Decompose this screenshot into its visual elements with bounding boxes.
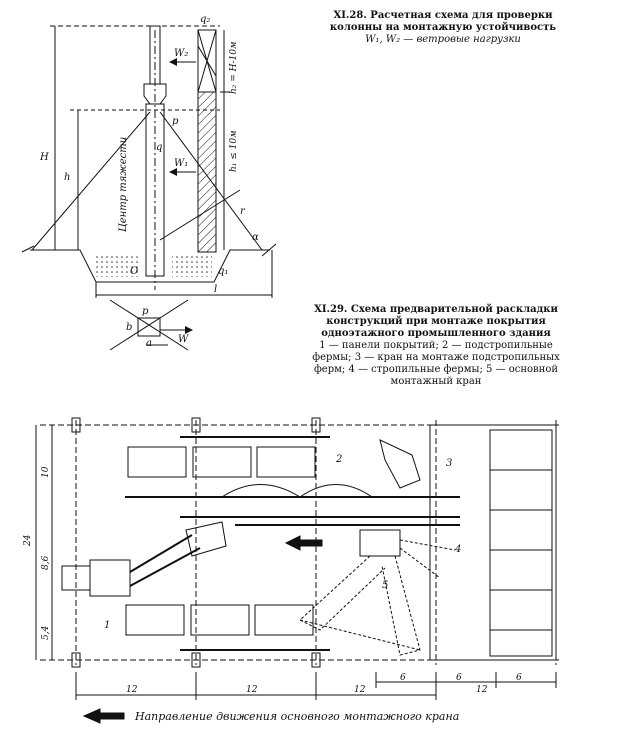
- crane-direction-arrow: [284, 535, 323, 551]
- figure-1-labels: q₂ W₂ W₁ p q H h h₂ = H-10м h₁ ≤ 10м Цен…: [39, 14, 259, 349]
- panel-bottom-3: [254, 604, 314, 636]
- column-b2: [191, 652, 201, 668]
- label-h: h: [64, 172, 70, 183]
- figure-2-callouts: 1 2 3 4 5 24 10 8,6 5,4 12 12 12 6 6 12 …: [23, 454, 522, 695]
- column-a2: [191, 417, 201, 433]
- left-crane-load: [185, 521, 227, 557]
- dim-label-12-d: 12: [476, 685, 488, 695]
- label-h2: h₂ = H-10м: [229, 42, 239, 94]
- panel-top-2: [192, 446, 252, 478]
- label-r: r: [240, 206, 246, 217]
- label-q: q: [156, 142, 162, 153]
- figure-2-caption-title: XI.29. Схема предварительной раскладки к…: [314, 304, 558, 339]
- figure-2-caption: XI.29. Схема предварительной раскладки к…: [308, 304, 564, 388]
- left-crane-body: [89, 559, 131, 597]
- left-crane-cab: [61, 565, 91, 591]
- label-p-small: p: [142, 306, 149, 317]
- label-l: l: [214, 284, 217, 295]
- label-a: a: [146, 338, 152, 349]
- wind-load-w1: [197, 91, 217, 253]
- column-a1: [71, 417, 81, 433]
- label-O: O: [130, 266, 138, 277]
- figure-1-caption-title: XI.28. Расчетная схема для проверки коло…: [329, 10, 557, 33]
- callout-4: 4: [454, 544, 461, 555]
- column-b1: [71, 652, 81, 668]
- main-crane-boom-right: [381, 555, 421, 656]
- label-q2: q₂: [200, 14, 210, 25]
- figure-2-layout-plan: [35, 417, 560, 724]
- label-p: p: [172, 116, 179, 127]
- label-b: b: [126, 322, 132, 333]
- dim-label-10: 10: [41, 466, 51, 478]
- figure-1-caption: XI.28. Расчетная схема для проверки коло…: [318, 10, 568, 46]
- column-b3: [311, 652, 321, 668]
- dim-label-6-c: 6: [516, 673, 522, 683]
- panel-top-3: [256, 446, 316, 478]
- legend-arrow-icon: [82, 708, 125, 724]
- foundation-fill-left: [96, 255, 140, 277]
- panel-bottom-2: [190, 604, 250, 636]
- column-a3: [311, 417, 321, 433]
- callout-3: 3: [446, 458, 452, 469]
- foundation-fill-right: [172, 255, 212, 277]
- callout-2: 2: [335, 454, 342, 465]
- radius-r: [159, 189, 241, 241]
- brace-left: [31, 111, 151, 251]
- dim-label-6-a: 6: [400, 673, 406, 683]
- left-crane-boom-2: [129, 547, 201, 587]
- mounted-panels: [489, 429, 553, 657]
- label-H: H: [39, 152, 49, 163]
- crane-3: [379, 439, 421, 489]
- label-q1: q₁: [218, 266, 228, 277]
- callout-5: 5: [382, 580, 388, 591]
- figure-2-caption-legend: 1 — панели покрытий; 2 — подстропильные …: [312, 340, 560, 387]
- label-alpha: α: [252, 232, 259, 243]
- dim-label-12-a: 12: [126, 685, 138, 695]
- label-w: W: [178, 334, 189, 345]
- mounted-bay: [429, 424, 557, 661]
- dim-label-8-6: 8,6: [41, 555, 51, 570]
- legend-label: Направление движения основного монтажног…: [135, 710, 460, 723]
- dim-label-12-c: 12: [354, 685, 366, 695]
- main-crane-boom-left: [299, 555, 386, 631]
- figure-1-column-scheme: [21, 25, 277, 351]
- dim-label-12-b: 12: [246, 685, 258, 695]
- swing-arc-1: [221, 484, 301, 498]
- main-crane-body: [359, 529, 401, 557]
- figure-1-caption-subtitle: W₁, W₂ — ветровые нагрузки: [365, 34, 521, 45]
- swing-arc-2: [299, 484, 373, 498]
- detail-diagonal-2: [109, 299, 189, 351]
- label-w2: W₂: [174, 48, 188, 59]
- dim-label-5-4: 5,4: [41, 625, 51, 640]
- label-w1: W₁: [174, 158, 188, 169]
- panel-top-1: [127, 446, 187, 478]
- left-crane-boom-1: [129, 534, 193, 573]
- callout-1: 1: [104, 620, 110, 631]
- dim-label-6-b: 6: [456, 673, 462, 683]
- panel-bottom-1: [125, 604, 185, 636]
- dim-label-24: 24: [23, 534, 33, 547]
- foundation-outline: [30, 249, 270, 283]
- label-h1: h₁ ≤ 10м: [229, 130, 239, 172]
- label-center-of-gravity: Центр тяжести: [118, 137, 129, 232]
- section-detail: [137, 317, 161, 337]
